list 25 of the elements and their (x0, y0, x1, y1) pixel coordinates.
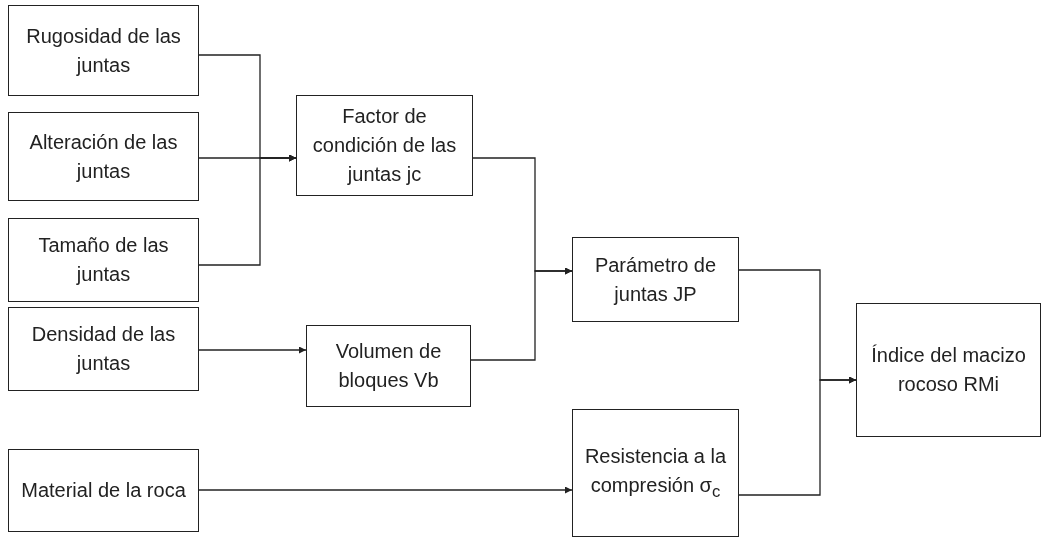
process-box (8, 112, 199, 201)
process-box (8, 307, 199, 391)
box-label: Parámetro de juntas JP (593, 252, 718, 307)
arrow (198, 154, 297, 266)
box-label: Resistencia a la compresión σ$_{c}$ (583, 443, 728, 503)
process-box (856, 303, 1041, 437)
process-box (306, 325, 471, 407)
box-label: Tamaño de las juntas (37, 233, 170, 287)
process-box (8, 449, 199, 532)
box-label: Rugosidad de las juntas (25, 23, 182, 78)
box-label: Volumen de bloques Vb (334, 339, 443, 393)
process-box (296, 95, 473, 196)
process-box (8, 5, 199, 96)
process-box (8, 218, 199, 302)
box-label: Factor de condición de las juntas jc (311, 104, 458, 187)
box-label: Material de la roca (21, 478, 186, 503)
box-label: Índice del macizo rocoso RMi (870, 343, 1027, 397)
arrow (198, 346, 307, 354)
box-label: Densidad de las juntas (30, 322, 177, 376)
arrow (738, 376, 857, 496)
arrow (470, 267, 573, 361)
process-box (572, 409, 739, 537)
box-label: Alteración de las juntas (28, 129, 179, 184)
process-box (572, 237, 739, 322)
arrow (198, 486, 573, 494)
